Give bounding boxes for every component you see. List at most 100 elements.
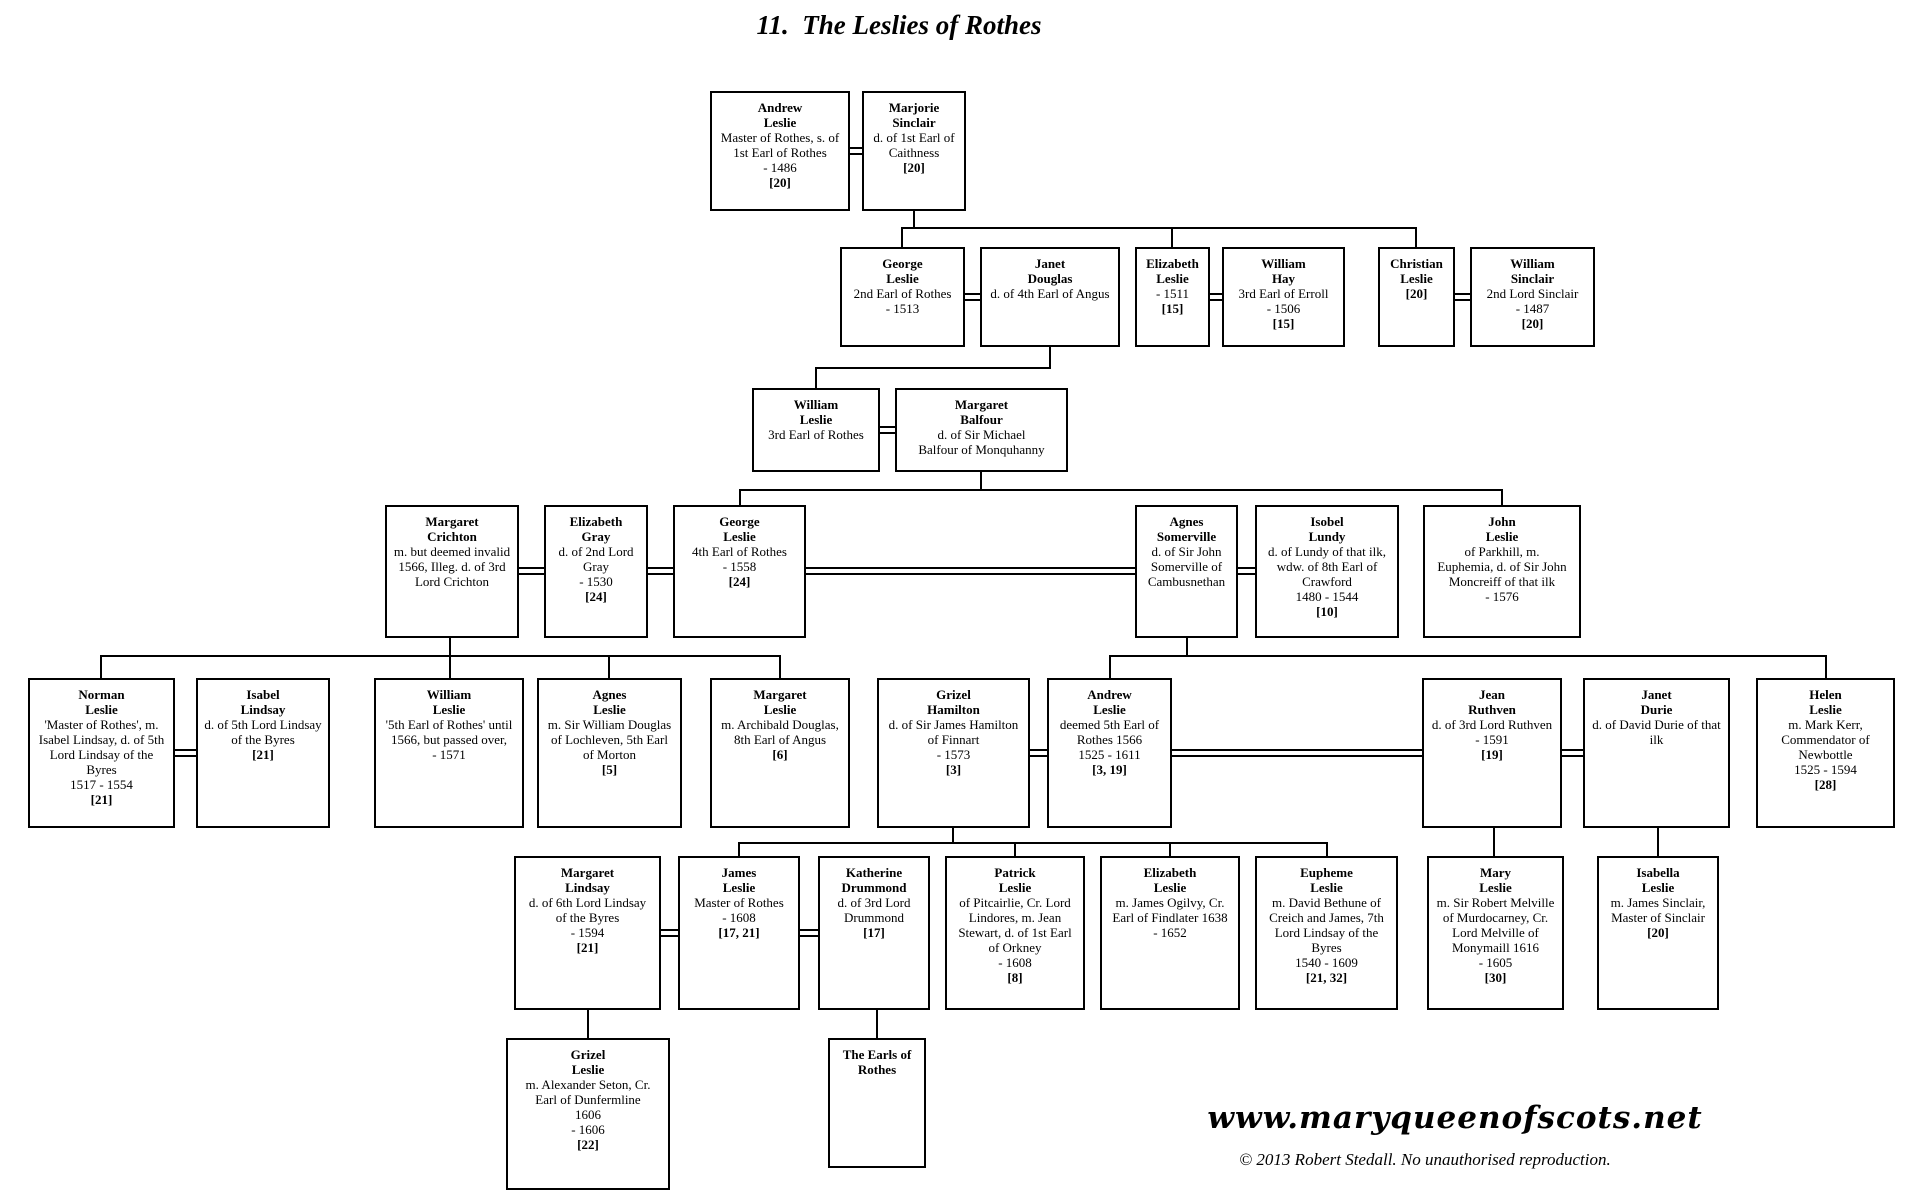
person-name-line: Crichton bbox=[427, 529, 477, 544]
person-reference: [30] bbox=[1484, 970, 1507, 985]
person-reference: [20] bbox=[1521, 316, 1544, 331]
person-name-line: Janet bbox=[1641, 687, 1672, 702]
person-detail-line: deemed 5th Earl of bbox=[1059, 717, 1160, 732]
person-reference: [21, 32] bbox=[1305, 970, 1348, 985]
person-detail-line: Drummond bbox=[844, 910, 904, 925]
person-detail-line: 1525 - 1594 bbox=[1794, 762, 1857, 777]
person-name-line: Lindsay bbox=[240, 702, 286, 717]
person-name-line: Leslie bbox=[886, 271, 919, 286]
person-detail-line: Rothes 1566 bbox=[1076, 732, 1143, 747]
marriage-line-andrew-leslie-1--marjorie-sinclair bbox=[850, 147, 862, 155]
person-detail-line: - 1513 bbox=[885, 301, 920, 316]
person-detail-line: m. Sir William Douglas bbox=[547, 717, 672, 732]
person-detail-line: Euphemia, d. of Sir John bbox=[1437, 559, 1567, 574]
person-detail-line: Moncreiff of that ilk bbox=[1448, 574, 1556, 589]
person-detail-line: Earl of Dunfermline bbox=[535, 1092, 641, 1107]
person-name-line: The Earls of bbox=[842, 1047, 912, 1062]
person-detail-line: - 1487 bbox=[1515, 301, 1550, 316]
person-detail-line: Balfour of Monquhanny bbox=[918, 442, 1045, 457]
person-name-line: Sinclair bbox=[892, 115, 936, 130]
person-detail-line: Master of Sinclair bbox=[1611, 910, 1705, 925]
person-reference: [15] bbox=[1272, 316, 1295, 331]
person-detail-line: Caithness bbox=[888, 145, 940, 160]
person-name-line: Sinclair bbox=[1510, 271, 1555, 286]
connector-gen5-right-rail bbox=[1109, 655, 1827, 657]
person-reference: [24] bbox=[585, 589, 607, 604]
person-name-line: Leslie bbox=[571, 1062, 605, 1077]
connector-drop-william3 bbox=[815, 367, 817, 388]
person-name-line: John bbox=[1488, 514, 1516, 529]
person-detail-line: ilk bbox=[1649, 732, 1664, 747]
connector-drummond-drop-earls bbox=[876, 1010, 878, 1038]
person-name-line: Leslie bbox=[593, 702, 626, 717]
person-detail-line: - 1558 bbox=[722, 559, 757, 574]
person-name-line: Leslie bbox=[723, 529, 756, 544]
person-name-line: James bbox=[721, 865, 757, 880]
person-name-line: William bbox=[793, 397, 839, 412]
person-reference: [28] bbox=[1814, 777, 1837, 792]
person-name-line: Eupheme bbox=[1300, 865, 1353, 880]
person-name-line: Balfour bbox=[960, 412, 1003, 427]
person-name-line: Helen bbox=[1809, 687, 1842, 702]
person-name-line: Leslie bbox=[1809, 702, 1842, 717]
person-name-line: Douglas bbox=[1027, 271, 1073, 286]
marriage-line-elizabeth-gray--george-leslie-4 bbox=[648, 567, 673, 575]
person-name-line: Leslie bbox=[799, 412, 833, 427]
connector-drop-eupheme bbox=[1326, 842, 1328, 856]
person-detail-line: - 1605 bbox=[1478, 955, 1513, 970]
marriage-line-george-leslie-2--janet-douglas bbox=[965, 293, 980, 301]
person-name-line: William bbox=[1261, 256, 1306, 271]
person-name-line: William bbox=[1510, 256, 1555, 271]
person-reference: [24] bbox=[728, 574, 751, 589]
person-name-line: Leslie bbox=[1479, 880, 1512, 895]
person-detail-line: Commendator of bbox=[1781, 732, 1870, 747]
person-reference: [3] bbox=[945, 762, 962, 777]
connector-gen2-feed-janet bbox=[1049, 347, 1051, 369]
person-name-line: Isabel bbox=[246, 687, 280, 702]
person-detail-line: Cambusnethan bbox=[1147, 574, 1226, 589]
person-name-line: Rothes bbox=[857, 1062, 897, 1077]
person-name-line: Andrew bbox=[757, 100, 803, 115]
person-reference: [19] bbox=[1481, 747, 1503, 762]
person-name-line: Isabella bbox=[1636, 865, 1680, 880]
person-name-line: Leslie bbox=[1641, 880, 1675, 895]
person-name-line: Gray bbox=[581, 529, 611, 544]
connector-ruthven-drop-mary bbox=[1493, 828, 1495, 856]
person-detail-line: d. of 6th Lord Lindsay bbox=[528, 895, 647, 910]
person-reference: [8] bbox=[1007, 970, 1023, 985]
person-detail-line: Somerville of bbox=[1150, 559, 1223, 574]
person-detail-line: m. Alexander Seton, Cr. bbox=[525, 1077, 651, 1092]
person-reference: [21] bbox=[252, 747, 274, 762]
person-reference: [5] bbox=[601, 762, 618, 777]
person-name-line: Ruthven bbox=[1468, 702, 1516, 717]
connector-drop-elizabeth6 bbox=[1169, 842, 1171, 856]
connector-drop-elizabeth2 bbox=[1171, 227, 1173, 247]
person-name-line: Leslie bbox=[722, 880, 756, 895]
person-detail-line: 2nd Earl of Rothes bbox=[853, 286, 952, 301]
person-name-line: Andrew bbox=[1087, 687, 1132, 702]
person-detail-line: - 1608 bbox=[998, 955, 1032, 970]
person-detail-line: - 1576 bbox=[1485, 589, 1519, 604]
person-reference: [3, 19] bbox=[1092, 762, 1127, 777]
person-detail-line: d. of 4th Earl of Angus bbox=[990, 286, 1110, 301]
person-detail-line: m. James Sinclair, bbox=[1610, 895, 1706, 910]
